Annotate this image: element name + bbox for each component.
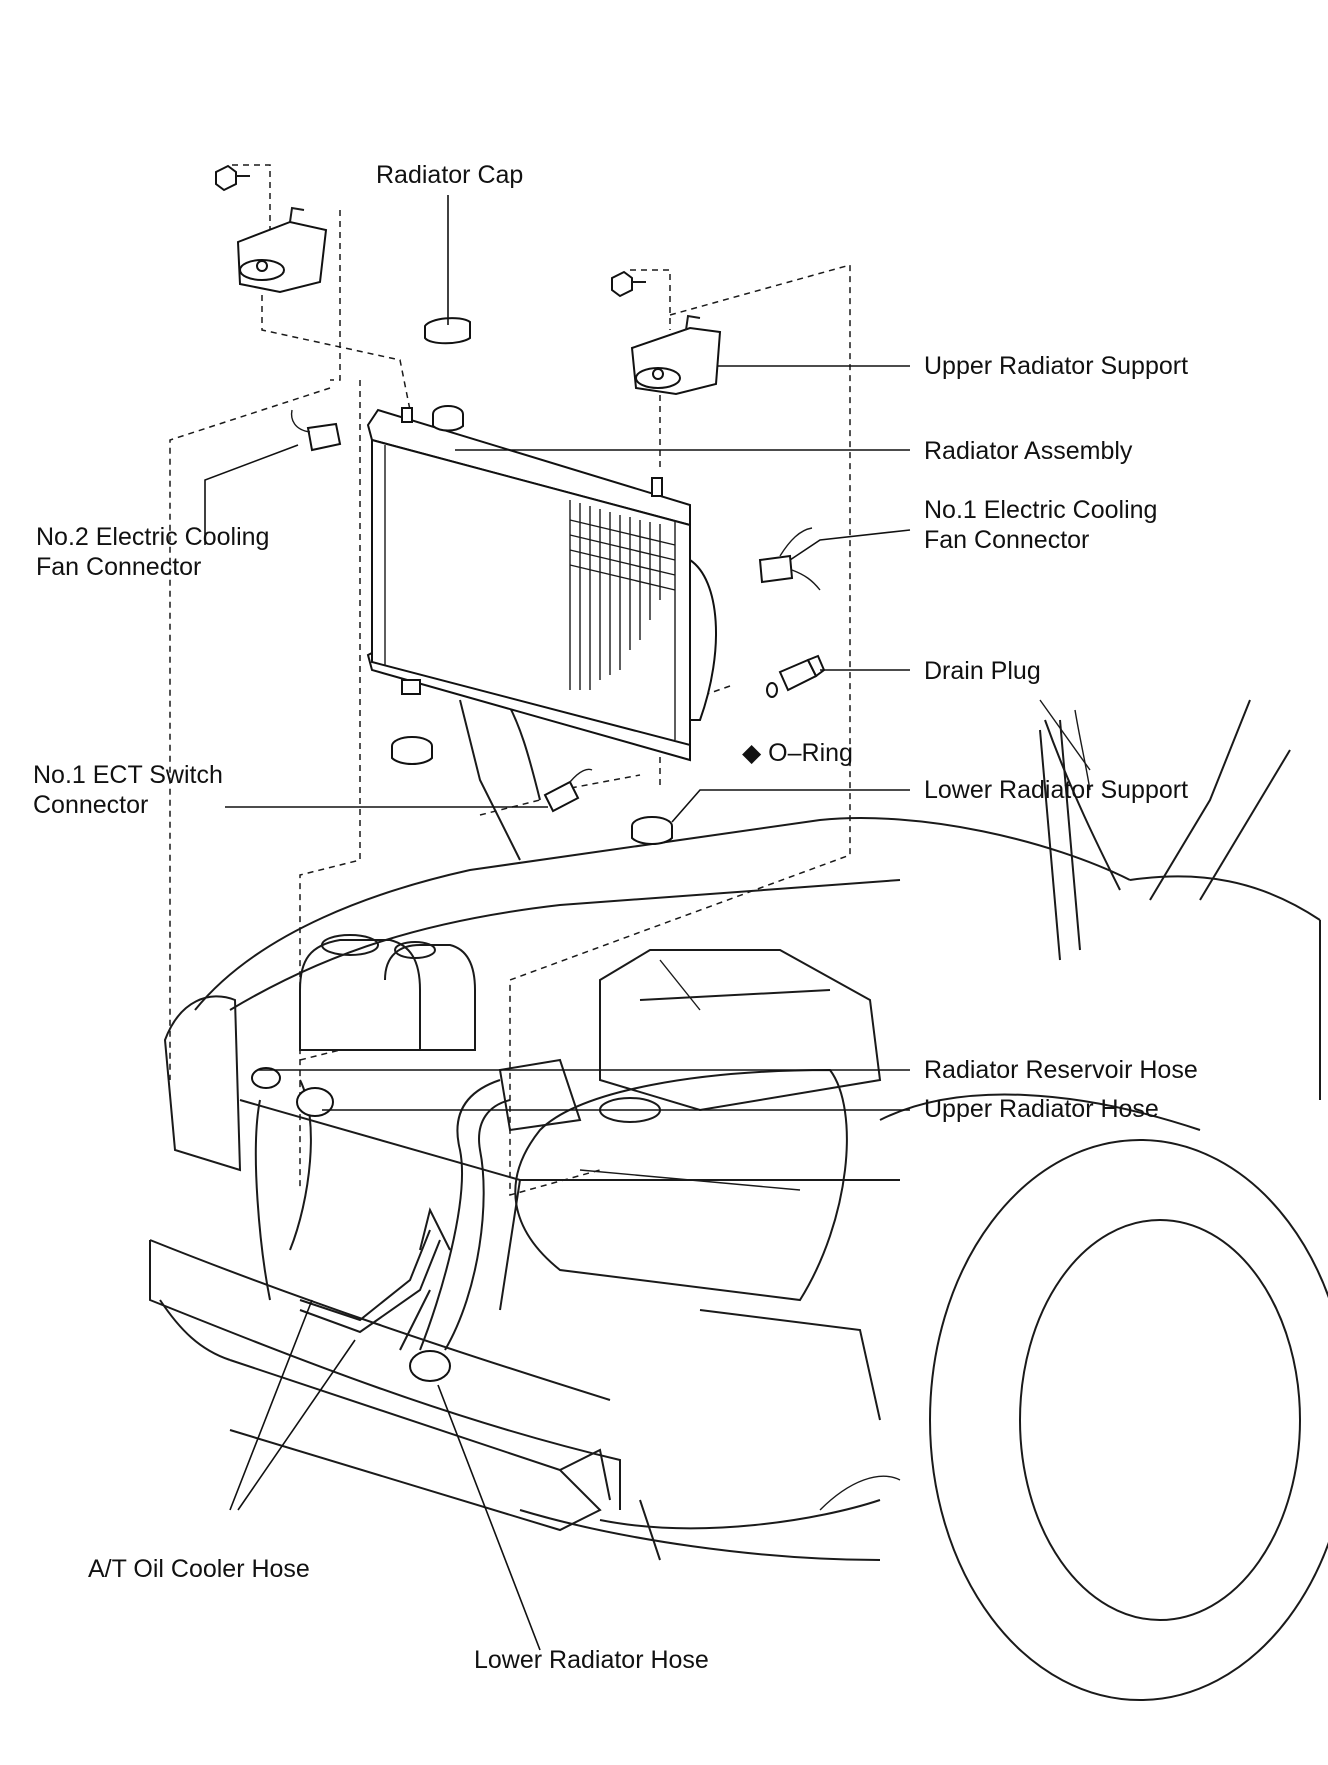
radiator-cap-part xyxy=(424,317,471,345)
radiator-fins xyxy=(569,500,676,690)
label-at-oil-cooler-hose: A/T Oil Cooler Hose xyxy=(88,1555,310,1583)
label-no2-fan-connector-line1: No.2 Electric Cooling xyxy=(36,523,270,551)
ect-switch-connector-part xyxy=(543,768,593,813)
lower-support-left-part xyxy=(391,736,433,765)
label-o-ring: ◆ O–Ring xyxy=(742,739,853,767)
radiator-assembly xyxy=(366,405,718,762)
upper-support-right xyxy=(630,314,722,396)
o-ring-part xyxy=(766,682,778,698)
bolt-left xyxy=(215,164,250,192)
label-upper-radiator-support: Upper Radiator Support xyxy=(924,352,1189,380)
label-no1-fan-connector-line1: No.1 Electric Cooling xyxy=(924,496,1158,524)
bolt-right xyxy=(611,270,646,298)
drain-plug-part xyxy=(778,654,826,692)
label-no1-ect-switch-line2: Connector xyxy=(33,791,149,819)
no1-fan-connector-part xyxy=(758,527,821,591)
label-no1-ect-switch-line1: No.1 ECT Switch xyxy=(33,761,223,789)
no2-fan-connector-part xyxy=(290,409,342,452)
label-radiator-assembly: Radiator Assembly xyxy=(924,437,1133,465)
upper-support-left xyxy=(236,206,328,294)
label-radiator-reservoir-hose: Radiator Reservoir Hose xyxy=(924,1056,1198,1084)
vehicle-body xyxy=(149,689,1328,1701)
lower-support-right-part xyxy=(631,816,673,845)
label-no1-fan-connector-line2: Fan Connector xyxy=(924,526,1090,554)
leader-lines xyxy=(204,195,911,1651)
label-drain-plug: Drain Plug xyxy=(924,657,1041,685)
alignment-guides xyxy=(169,164,851,1196)
label-lower-radiator-hose: Lower Radiator Hose xyxy=(474,1646,709,1674)
hose-parts xyxy=(251,1067,511,1382)
label-no2-fan-connector-line2: Fan Connector xyxy=(36,553,202,581)
label-radiator-cap: Radiator Cap xyxy=(376,161,524,189)
label-lower-radiator-support: Lower Radiator Support xyxy=(924,776,1189,804)
label-upper-radiator-hose: Upper Radiator Hose xyxy=(924,1095,1159,1123)
